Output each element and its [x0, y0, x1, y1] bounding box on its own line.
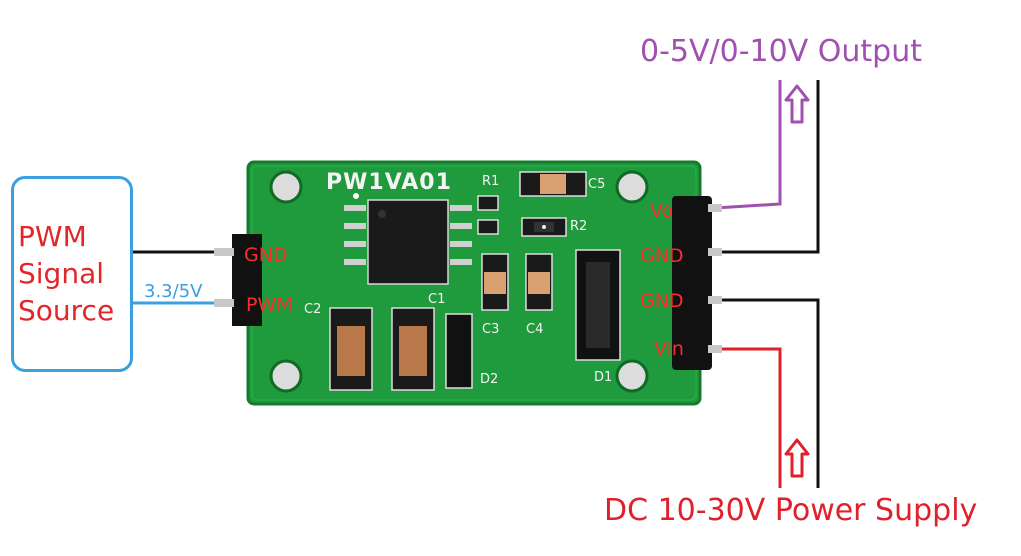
left-pin-pwm: PWM	[246, 294, 293, 316]
right-pin-gnd-2: GND	[640, 290, 684, 312]
right-pin-vin: Vin	[654, 338, 684, 360]
diode-d2	[445, 313, 473, 389]
label-r2: R2	[570, 219, 588, 234]
output-vo-wire	[714, 80, 782, 210]
output-arrow-icon	[784, 84, 810, 124]
label-d2: D2	[480, 372, 499, 387]
mount-hole	[269, 359, 303, 393]
power-vin-wire	[715, 347, 782, 488]
power-arrow-icon	[784, 438, 810, 478]
label-d1: D1	[594, 370, 613, 385]
label-c5: C5	[588, 177, 606, 192]
board-name: PW1VA01	[326, 170, 452, 195]
left-header	[214, 234, 262, 326]
output-label: 0-5V/0-10V Output	[640, 34, 922, 69]
wiring	[133, 80, 820, 488]
mount-hole	[269, 170, 303, 204]
right-pin-gnd-1: GND	[640, 245, 684, 267]
pcb-board	[214, 160, 722, 406]
ic-chip	[344, 193, 472, 285]
source-title: PWM Signal Source	[18, 218, 114, 329]
resistor-r1	[477, 195, 499, 211]
mount-hole	[615, 359, 649, 393]
label-c4: C4	[526, 322, 544, 337]
label-c2: C2	[304, 302, 322, 317]
label-c1: C1	[428, 292, 446, 307]
pwm-signal-source-box	[11, 176, 133, 372]
right-pin-vo: Vo	[650, 200, 674, 222]
source-line-3: Source	[18, 294, 115, 327]
signal-voltage-label: 3.3/5V	[144, 281, 203, 302]
mount-hole	[615, 170, 649, 204]
power-supply-label: DC 10-30V Power Supply	[604, 493, 978, 528]
resistor-pad	[477, 219, 499, 235]
source-line-1: PWM	[18, 220, 87, 253]
label-r1: R1	[482, 174, 500, 189]
output-gnd-wire	[715, 80, 820, 254]
label-c3: C3	[482, 322, 500, 337]
source-line-2: Signal	[18, 257, 105, 290]
power-gnd-wire	[715, 298, 820, 488]
left-pin-gnd: GND	[244, 244, 288, 266]
right-header	[672, 196, 722, 370]
